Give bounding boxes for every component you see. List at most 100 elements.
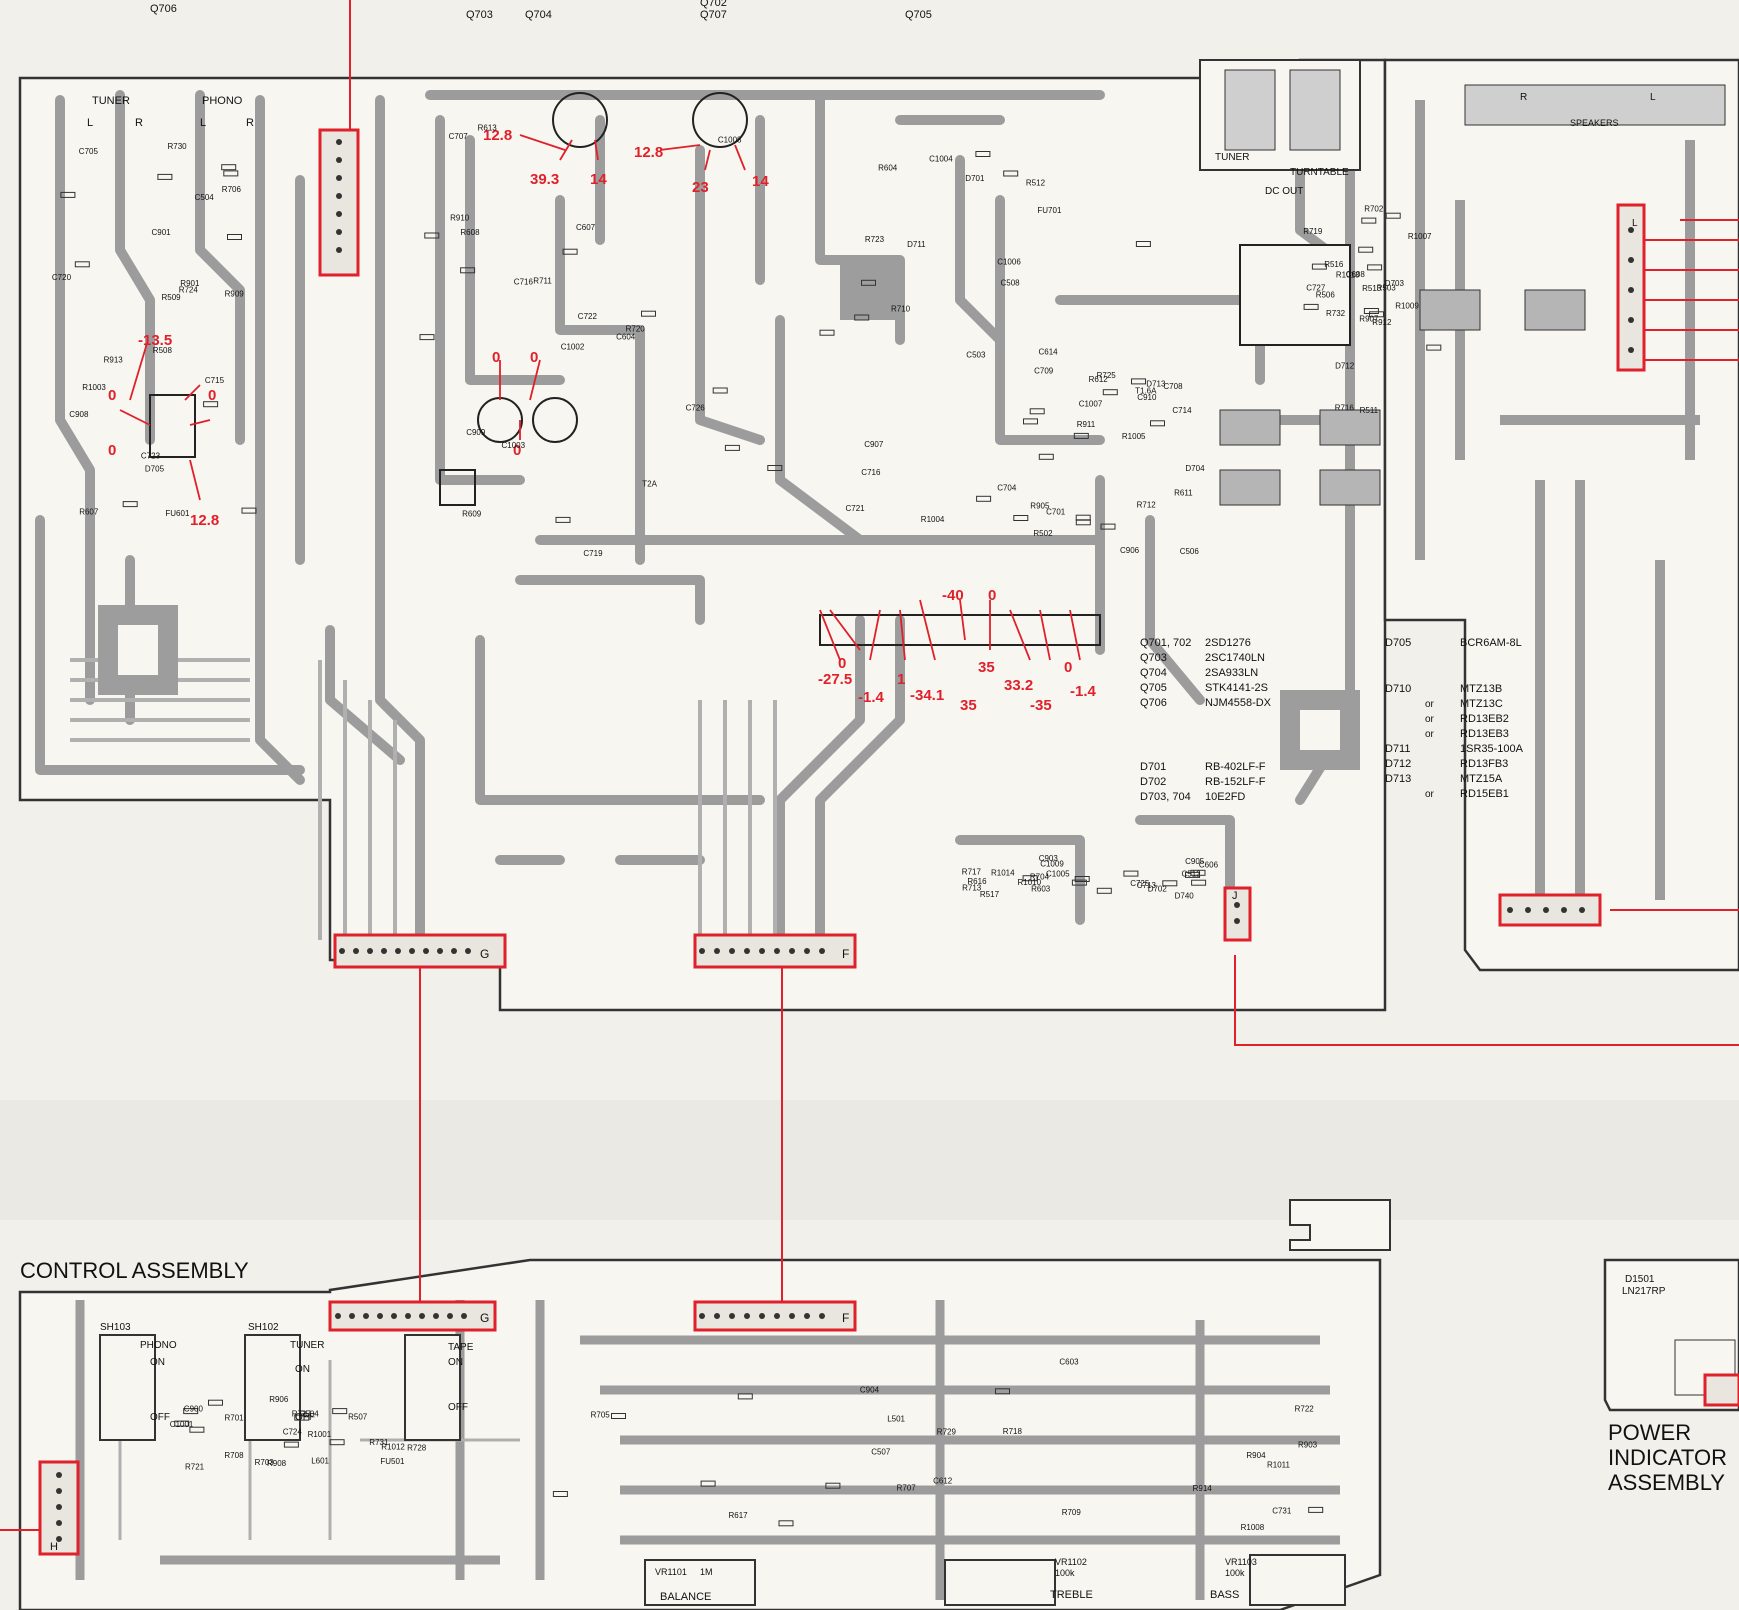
connector-g-control: [328, 1300, 497, 1332]
label-sw-tuner-on: ON: [295, 1364, 310, 1375]
resistor-mark: [1038, 453, 1054, 460]
component-label: C723: [141, 452, 161, 461]
component-label: R909: [225, 290, 245, 299]
component-label: FU601: [165, 509, 190, 518]
component-label: C713: [1137, 881, 1157, 890]
component-label: R1009: [1395, 301, 1419, 310]
component-label: C604: [616, 333, 636, 342]
component-label: C722: [578, 312, 598, 321]
component-label: C506: [1180, 547, 1200, 556]
resistor-mark: [1102, 389, 1118, 396]
resistor-mark: [1135, 241, 1151, 247]
component-label: C614: [1039, 348, 1059, 357]
resistor-mark: [1123, 870, 1139, 877]
component-label: R607: [79, 508, 99, 517]
component-label: R719: [1303, 227, 1323, 236]
label-r1: R: [135, 117, 143, 129]
label-tuner: TUNER: [92, 95, 130, 107]
resistor-mark: [700, 1480, 716, 1487]
connector-pin: [395, 948, 401, 954]
voltage-q705-0a: 0: [988, 587, 996, 604]
component-label: R508: [153, 346, 173, 355]
component-label: C1008: [718, 136, 742, 145]
resistor-mark: [329, 1439, 345, 1446]
power-indicator-title-3: ASSEMBLY: [1608, 1470, 1725, 1495]
component-label: C704: [997, 484, 1017, 493]
semi-d702-part: RB-152LF-F: [1205, 776, 1266, 788]
speaker-board: [1219, 58, 1739, 972]
component-label: R512: [1026, 178, 1046, 187]
component-label: R613: [478, 123, 498, 132]
component-label: FU701: [1037, 206, 1062, 215]
component-label: R724: [179, 286, 199, 295]
component-label: R707: [897, 1483, 917, 1492]
connector-letter-l: L: [1632, 218, 1638, 229]
connector-pin: [789, 948, 795, 954]
connector-pin: [1543, 907, 1549, 913]
resistor-mark: [1191, 879, 1207, 886]
component-label: R907: [1359, 315, 1379, 324]
component-label: C727: [1306, 284, 1326, 293]
semi-or-4: or: [1425, 789, 1435, 800]
labels: Q706 Q703 Q704 Q702 Q707 Q705 TUNER PHON…: [20, 0, 1727, 1603]
connector-pin: [1628, 227, 1634, 233]
voltage-q703-2: 0: [513, 442, 521, 459]
resistor-mark: [1029, 408, 1045, 415]
label-vr1101: VR1101: [655, 1567, 687, 1577]
resistor-mark: [1071, 879, 1087, 886]
semi-d713-alt: RD15EB1: [1460, 788, 1509, 800]
label-l2: L: [200, 117, 206, 129]
component-label: R706: [222, 185, 242, 194]
connector-pin: [363, 1313, 369, 1319]
transistor-q701: [692, 92, 748, 148]
component-label: R905: [1030, 501, 1050, 510]
resistor-mark: [611, 1413, 626, 1419]
resistor-mark: [227, 234, 242, 240]
component-label: R710: [891, 304, 911, 313]
component-label: C503: [966, 351, 986, 360]
connector-pin: [804, 948, 810, 954]
component-label: R504: [300, 1410, 320, 1419]
connector-pin: [56, 1536, 62, 1542]
connector-letter-g2: G: [480, 1311, 489, 1325]
component-label: C512: [1182, 870, 1202, 879]
connector-pin: [774, 948, 780, 954]
semi-q706: Q706: [1140, 697, 1167, 709]
voltage-q706-vcc: 12.8: [190, 512, 219, 529]
component-label: R732: [1326, 309, 1346, 318]
component-label: C1007: [1079, 399, 1103, 408]
component-label: R1007: [1408, 232, 1432, 241]
resistor-mark: [424, 232, 440, 239]
component-label: C724: [283, 1428, 303, 1437]
component-label: R722: [1295, 1405, 1315, 1414]
transistor-q704: [532, 397, 578, 443]
top-label-q704: Q704: [525, 9, 552, 21]
connector-pin: [804, 1313, 810, 1319]
voltage-q705-neg14b: -1.4: [1070, 683, 1097, 700]
connector-pin: [336, 175, 342, 181]
connector-pin: [56, 1504, 62, 1510]
voltage-readings: 12.8 39.3 14 12.8 23 14 -13.5 0 0 0 12.8…: [108, 127, 1097, 714]
voltage-q702-e: 14: [590, 171, 607, 188]
ground-tab: [1289, 1199, 1391, 1251]
semi-d701-part: RB-402LF-F: [1205, 761, 1266, 773]
component-label: R1010: [1018, 878, 1042, 887]
component-label: R709: [1062, 1508, 1082, 1517]
component-label: C720: [52, 273, 72, 282]
connector-pin: [729, 948, 735, 954]
connector-letter-f2: F: [842, 1311, 849, 1325]
component-label: R609: [462, 510, 482, 519]
semi-d701: D701: [1140, 761, 1166, 773]
connector-pin: [451, 948, 457, 954]
connector-pin: [336, 139, 342, 145]
label-sw-phono-off: OFF: [150, 1412, 170, 1423]
resistor-mark: [1367, 264, 1383, 271]
component-label: R617: [729, 1511, 749, 1520]
label-speakers-l: L: [1650, 92, 1656, 103]
component-label: R1005: [1122, 432, 1146, 441]
semi-d713: D713: [1385, 773, 1411, 785]
voltage-q705-neg341: -34.1: [910, 687, 944, 704]
component-label: R517: [980, 890, 1000, 899]
resistor-mark: [825, 1482, 841, 1489]
component-label: C725: [1130, 879, 1150, 888]
